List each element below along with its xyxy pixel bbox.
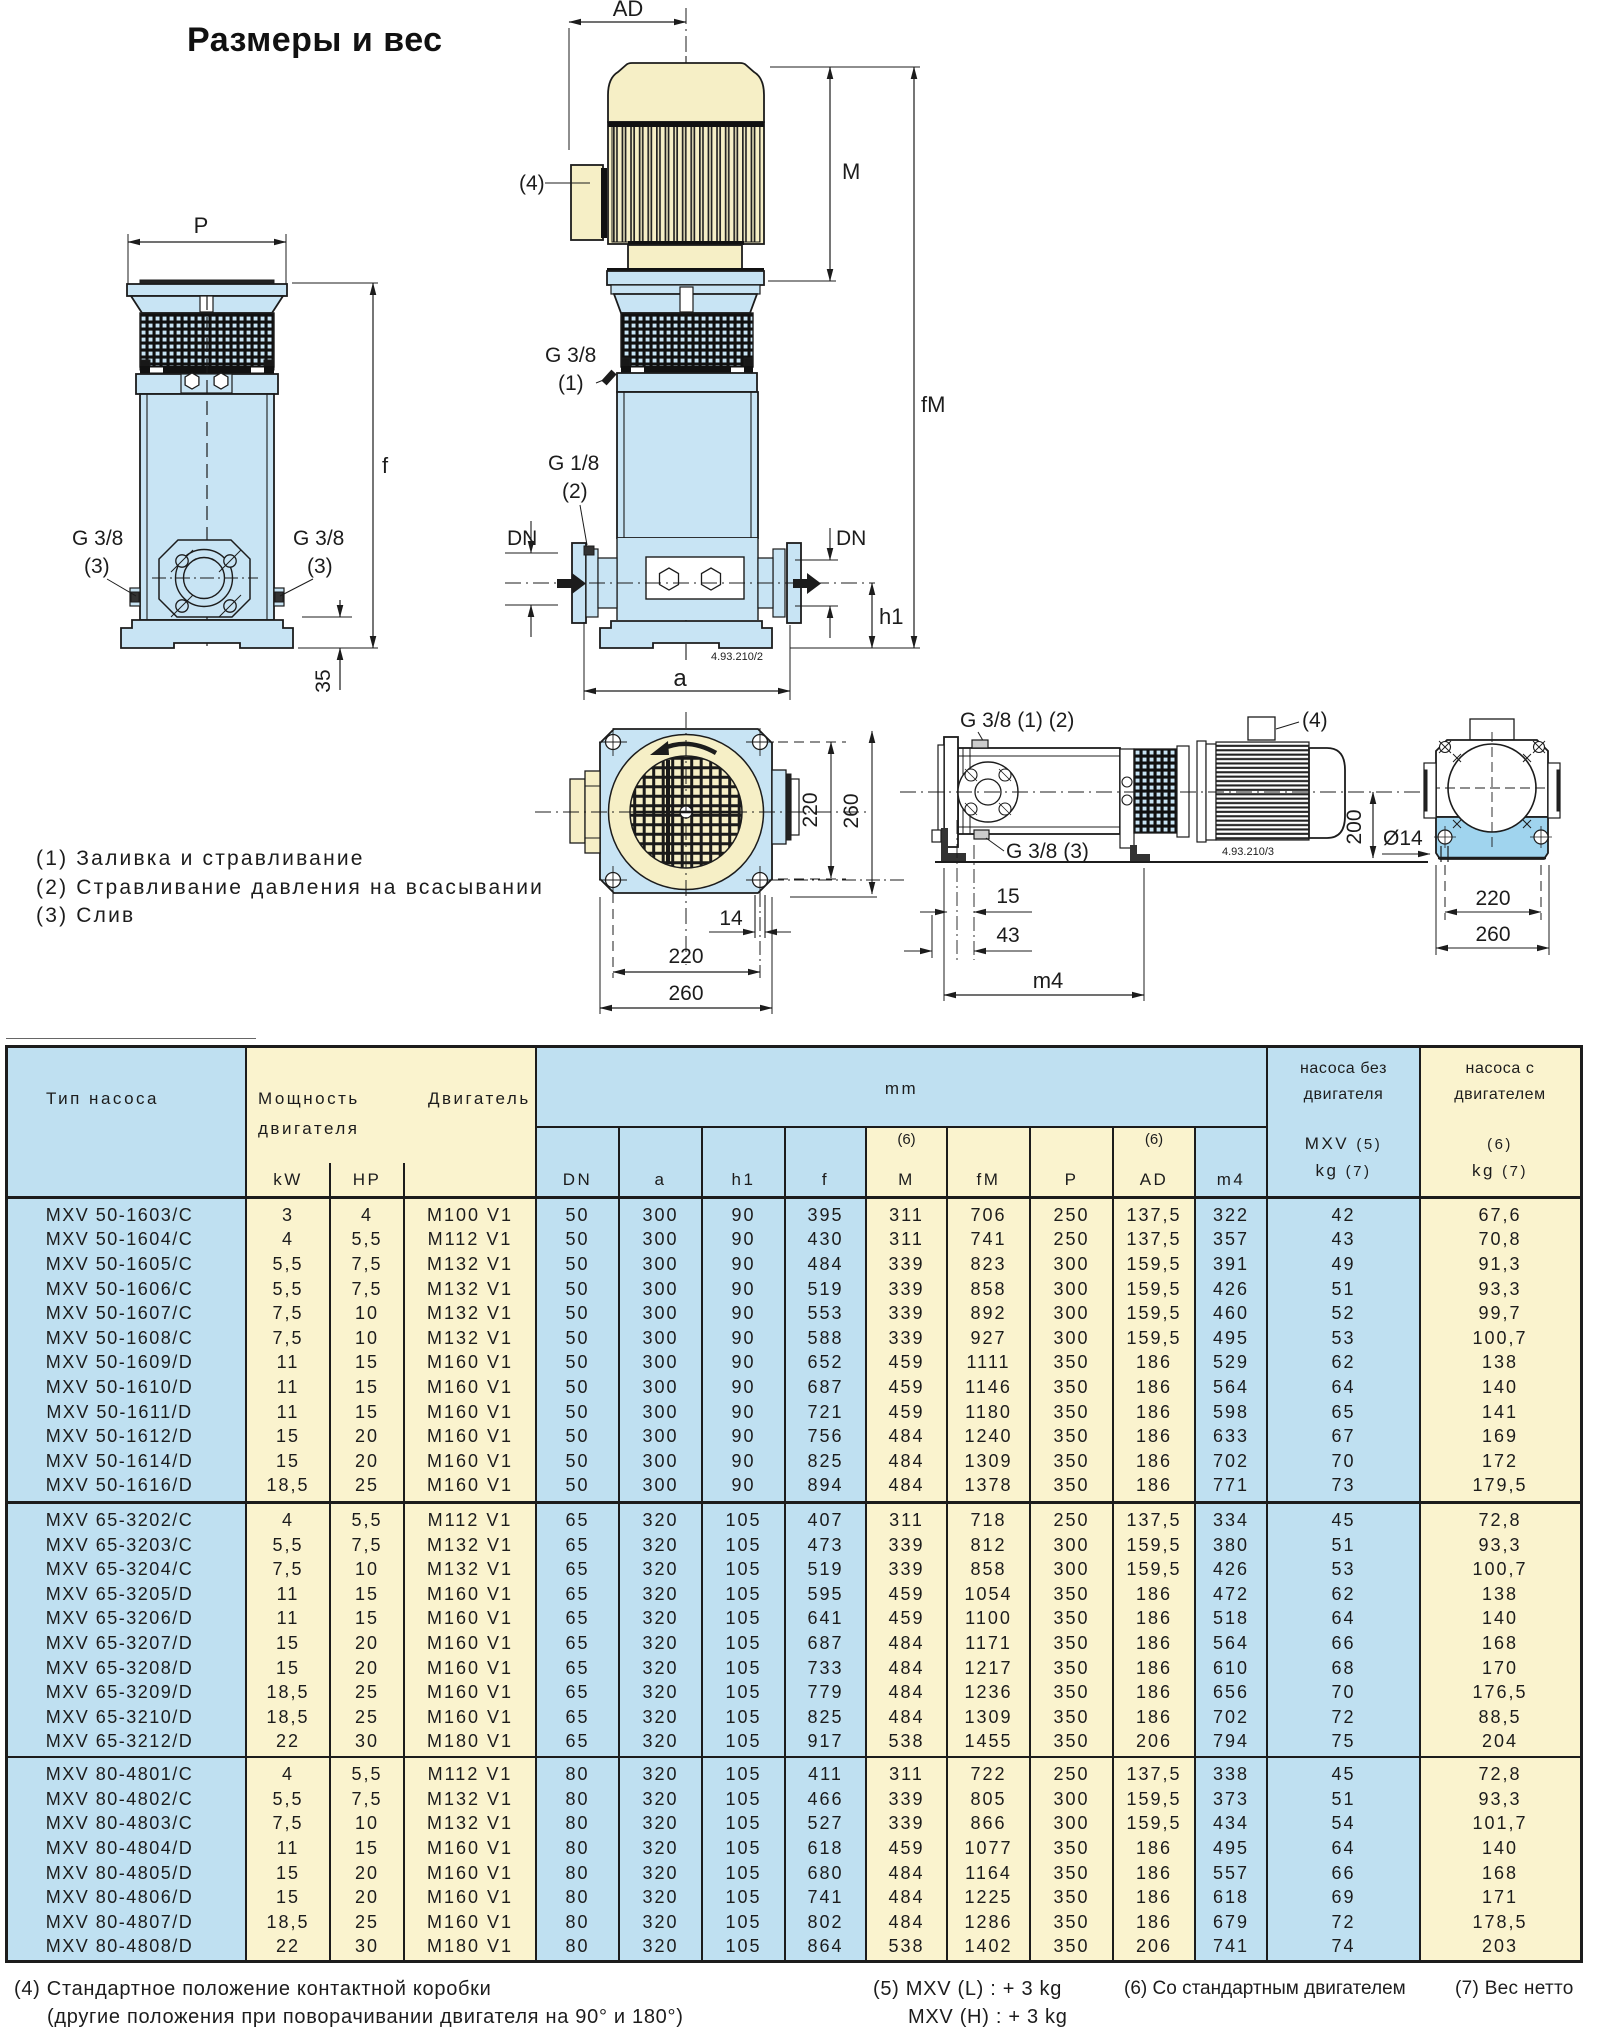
svg-text:DN: DN bbox=[507, 527, 537, 550]
svg-text:15: 15 bbox=[996, 885, 1019, 908]
svg-text:14: 14 bbox=[719, 907, 743, 930]
svg-text:220: 220 bbox=[668, 945, 703, 968]
svg-text:260: 260 bbox=[840, 793, 863, 828]
svg-text:DN: DN bbox=[836, 527, 866, 550]
svg-text:43: 43 bbox=[996, 924, 1019, 947]
svg-text:P: P bbox=[194, 213, 209, 238]
svg-text:(4): (4) bbox=[1302, 709, 1328, 732]
svg-text:m4: m4 bbox=[1033, 968, 1064, 993]
svg-text:(3): (3) bbox=[307, 555, 333, 578]
svg-text:260: 260 bbox=[1475, 923, 1510, 946]
svg-text:M: M bbox=[842, 159, 860, 184]
svg-text:fM: fM bbox=[921, 392, 945, 417]
svg-text:G 1/8: G 1/8 bbox=[548, 452, 599, 475]
svg-text:4.93.210/2: 4.93.210/2 bbox=[711, 651, 763, 663]
svg-text:220: 220 bbox=[799, 792, 822, 827]
svg-text:G 3/8 (1) (2): G 3/8 (1) (2) bbox=[960, 709, 1074, 732]
svg-text:(1): (1) bbox=[558, 372, 584, 395]
svg-text:G 3/8 (3): G 3/8 (3) bbox=[1006, 840, 1089, 863]
svg-text:h1: h1 bbox=[879, 604, 903, 629]
svg-text:G 3/8: G 3/8 bbox=[72, 527, 123, 550]
svg-text:(3): (3) bbox=[84, 555, 110, 578]
svg-text:35: 35 bbox=[312, 669, 335, 692]
svg-text:Ø14: Ø14 bbox=[1383, 827, 1423, 850]
svg-text:(2): (2) bbox=[562, 480, 588, 503]
svg-text:4.93.210/3: 4.93.210/3 bbox=[1222, 846, 1274, 858]
svg-text:G 3/8: G 3/8 bbox=[293, 527, 344, 550]
svg-text:f: f bbox=[382, 453, 389, 478]
svg-text:a: a bbox=[673, 665, 687, 692]
svg-text:220: 220 bbox=[1475, 887, 1510, 910]
svg-text:260: 260 bbox=[668, 982, 703, 1005]
svg-text:(4): (4) bbox=[519, 172, 545, 195]
svg-text:G 3/8: G 3/8 bbox=[545, 344, 596, 367]
svg-text:200: 200 bbox=[1343, 809, 1366, 844]
svg-text:AD: AD bbox=[613, 0, 644, 21]
